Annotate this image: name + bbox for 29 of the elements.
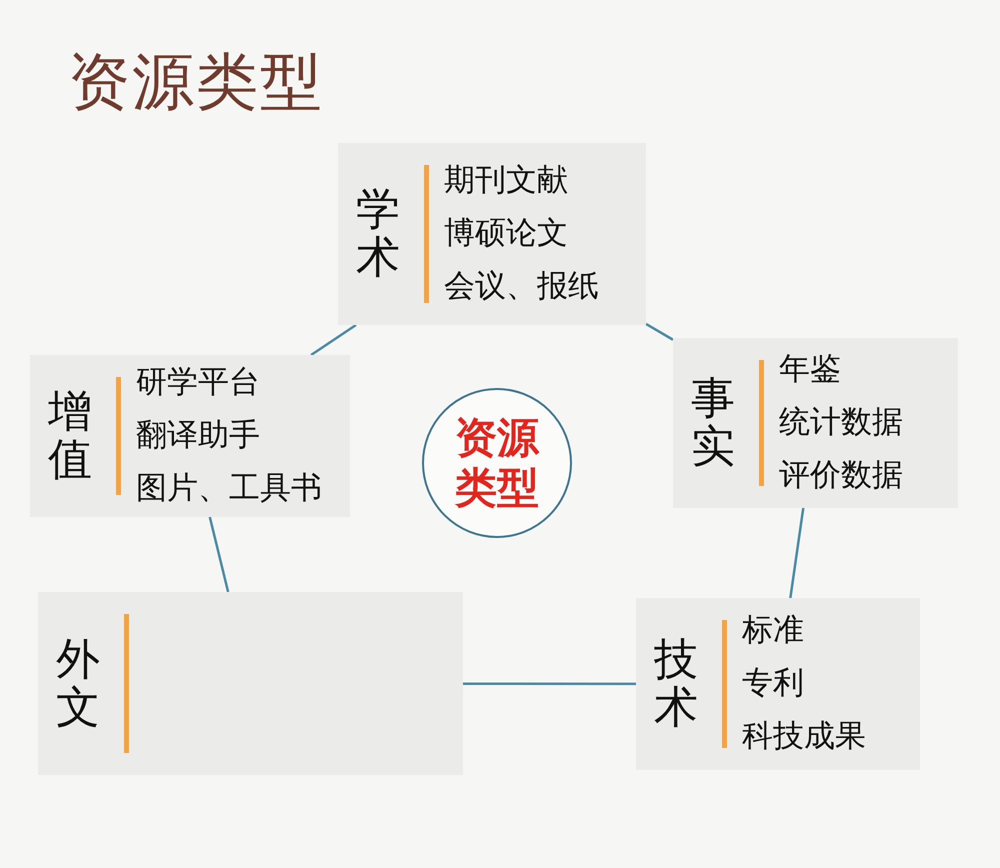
connector-line bbox=[463, 682, 636, 686]
circle-label: 资源类型 bbox=[455, 412, 539, 514]
connector-line bbox=[789, 508, 805, 598]
list-item: 博硕论文 bbox=[444, 214, 569, 253]
list-item: 科技成果 bbox=[742, 717, 866, 756]
category-heading: 学术 bbox=[356, 186, 400, 283]
list-item: 标准 bbox=[742, 611, 805, 650]
list-item: 翻译助手 bbox=[136, 416, 261, 455]
category-card bbox=[38, 592, 463, 775]
list-item: 会议、报纸 bbox=[444, 267, 599, 306]
list-item: 期刊文献 bbox=[444, 161, 569, 200]
category-card bbox=[30, 355, 350, 517]
connector-line bbox=[310, 324, 357, 356]
category-heading: 事实 bbox=[691, 375, 735, 472]
category-card bbox=[636, 598, 920, 770]
list-item: 统计数据 bbox=[779, 403, 903, 442]
list-item: 专利 bbox=[742, 664, 805, 703]
connector-line bbox=[645, 322, 674, 341]
list-item: 评价数据 bbox=[779, 456, 903, 495]
category-card bbox=[673, 338, 958, 508]
category-heading: 增值 bbox=[48, 388, 92, 485]
category-heading: 外文 bbox=[56, 636, 100, 732]
list-item: 年鉴 bbox=[779, 350, 842, 389]
list-item: 图片、工具书 bbox=[136, 469, 322, 508]
list-item: 研学平台 bbox=[136, 363, 261, 402]
connector-line bbox=[208, 516, 230, 592]
category-heading: 技术 bbox=[654, 636, 698, 733]
title: 资源类型 bbox=[68, 44, 324, 120]
category-card bbox=[338, 143, 646, 325]
